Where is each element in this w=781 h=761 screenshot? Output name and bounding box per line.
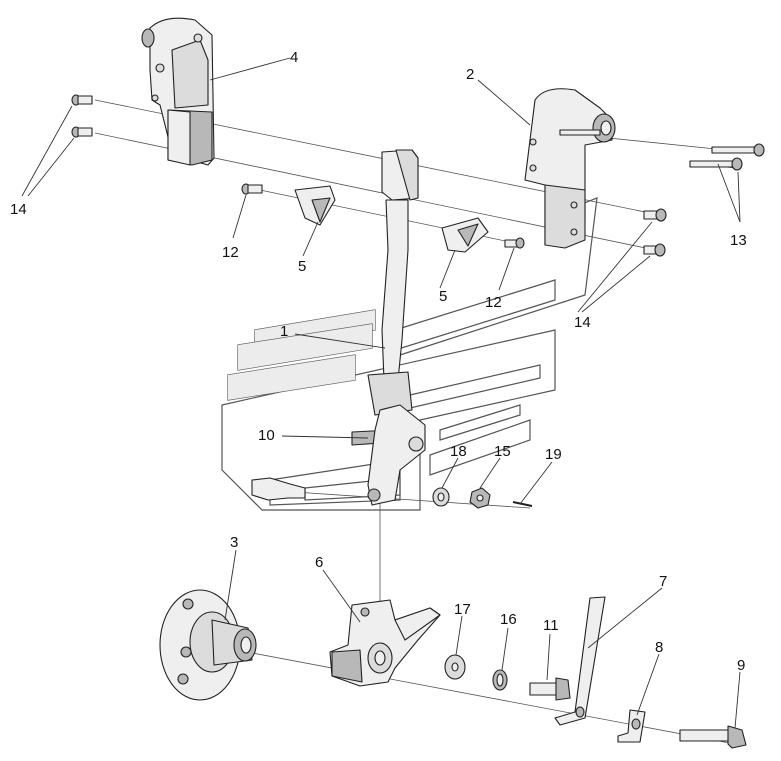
part-5-guide-right: [441, 217, 489, 253]
part-4-left-housing: [141, 17, 215, 166]
screw-14-right-top: [643, 208, 667, 222]
part-6-bracket: [329, 599, 441, 687]
callout-17: 17: [454, 601, 471, 618]
callout-11: 11: [543, 617, 559, 634]
callout-7: 7: [659, 573, 667, 590]
screw-12-left: [241, 183, 263, 195]
callout-3: 3: [230, 534, 238, 551]
gate-plate: [221, 197, 598, 511]
part-1-shift-lever: [251, 149, 426, 506]
part-11-bolt: [529, 677, 571, 701]
callout-4: 4: [290, 49, 298, 66]
part-18-washer: [432, 487, 450, 507]
callout-12-right: 12: [485, 294, 502, 311]
part-9-bolt: [679, 725, 747, 749]
callout-15: 15: [494, 443, 511, 460]
part-5-guide-left: [294, 185, 336, 226]
callout-2: 2: [466, 66, 474, 83]
bolt-13-top: [711, 143, 765, 157]
pin-in-housing: [559, 129, 601, 136]
screw-14-right-bottom: [643, 243, 666, 257]
callout-13: 13: [730, 232, 747, 249]
callout-14-right: 14: [574, 314, 591, 331]
part-19-cotter-pin: [512, 501, 533, 507]
callout-12-left: 12: [222, 244, 239, 261]
callout-labels: 4 2 1 3 5 5 6 7 8 9 10 11 12 12 13 14 14…: [10, 49, 747, 674]
screws: [71, 94, 765, 257]
screw-12-right: [504, 237, 525, 249]
screw-14-left-bottom: [71, 126, 93, 138]
callout-16: 16: [500, 611, 517, 628]
part-15-nut: [469, 487, 491, 509]
screw-14-left-top: [71, 94, 93, 106]
part-2-right-housing: [524, 88, 616, 249]
callout-18: 18: [450, 443, 467, 460]
callout-10: 10: [258, 427, 275, 444]
callout-19: 19: [545, 446, 562, 463]
part-8-bracket: [617, 709, 646, 743]
callout-5-right: 5: [439, 288, 447, 305]
callout-14-left: 14: [10, 201, 27, 218]
part-7-plate: [554, 596, 606, 726]
callout-6: 6: [315, 554, 323, 571]
leader-lines: [21, 57, 741, 729]
part-17-washer: [444, 654, 466, 680]
callout-5-left: 5: [298, 258, 306, 275]
callout-9: 9: [737, 657, 745, 674]
part-16-ring: [492, 669, 508, 691]
callout-1: 1: [280, 323, 288, 340]
part-3-flange: [159, 589, 257, 701]
bolt-13-bottom: [689, 157, 743, 171]
callout-8: 8: [655, 639, 663, 656]
